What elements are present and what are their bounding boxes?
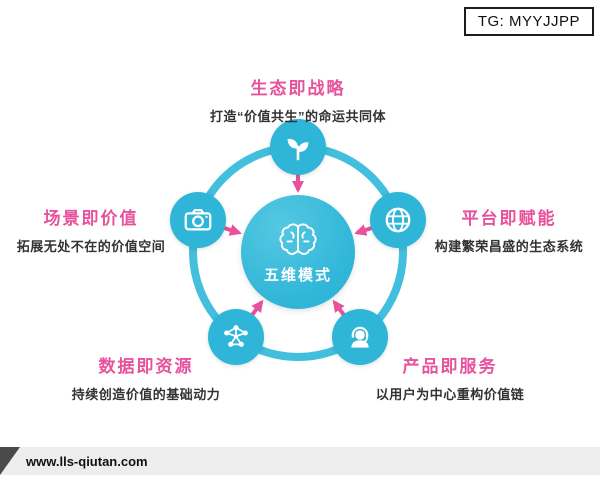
- node-platform-circle: [370, 192, 426, 248]
- label-platform-title: 平台即赋能: [461, 209, 557, 228]
- center-node: 五维模式: [241, 195, 355, 309]
- label-product: 产品即服务 以用户为中心重构价值链: [360, 352, 540, 403]
- label-platform: 平台即赋能 构建繁荣昌盛的生态系统: [424, 204, 594, 255]
- brain-icon: [275, 219, 321, 261]
- label-scene: 场景即价值 拓展无处不在的价值空间: [6, 204, 176, 255]
- arrow-right: [354, 224, 373, 236]
- footer-flag-icon: [0, 447, 20, 475]
- node-data-circle: [208, 309, 264, 365]
- arrow-bottom-right: [332, 299, 346, 317]
- label-product-title: 产品即服务: [402, 357, 498, 376]
- label-ecosystem: 生态即战略 打造“价值共生”的命运共同体: [150, 74, 446, 125]
- support-icon: [344, 321, 376, 353]
- camera-icon: [182, 204, 214, 236]
- arrow-left: [223, 224, 242, 236]
- label-data-title: 数据即资源: [98, 357, 194, 376]
- label-ecosystem-title: 生态即战略: [250, 79, 346, 98]
- network-icon: [220, 321, 252, 353]
- label-platform-subtitle: 构建繁荣昌盛的生态系统: [434, 239, 584, 254]
- center-node-label: 五维模式: [263, 267, 332, 284]
- arrow-bottom-left: [250, 299, 264, 317]
- globe-icon: [382, 204, 414, 236]
- label-data-subtitle: 持续创造价值的基础动力: [71, 387, 221, 402]
- node-scene-circle: [170, 192, 226, 248]
- label-product-subtitle: 以用户为中心重构价值链: [375, 387, 525, 402]
- node-ecosystem-circle: [270, 119, 326, 175]
- node-product-circle: [332, 309, 388, 365]
- label-scene-subtitle: 拓展无处不在的价值空间: [16, 239, 166, 254]
- label-data: 数据即资源 持续创造价值的基础动力: [56, 352, 236, 403]
- tg-badge: TG: MYYJJPP: [463, 7, 594, 36]
- label-scene-title: 场景即价值: [43, 209, 139, 228]
- tg-badge-text: TG: MYYJJPP: [477, 13, 580, 30]
- footer-bar: www.lls-qiutan.com: [0, 447, 600, 475]
- sprout-icon: [282, 131, 314, 163]
- label-ecosystem-subtitle: 打造“价值共生”的命运共同体: [209, 109, 386, 124]
- footer-url: www.lls-qiutan.com: [26, 453, 148, 469]
